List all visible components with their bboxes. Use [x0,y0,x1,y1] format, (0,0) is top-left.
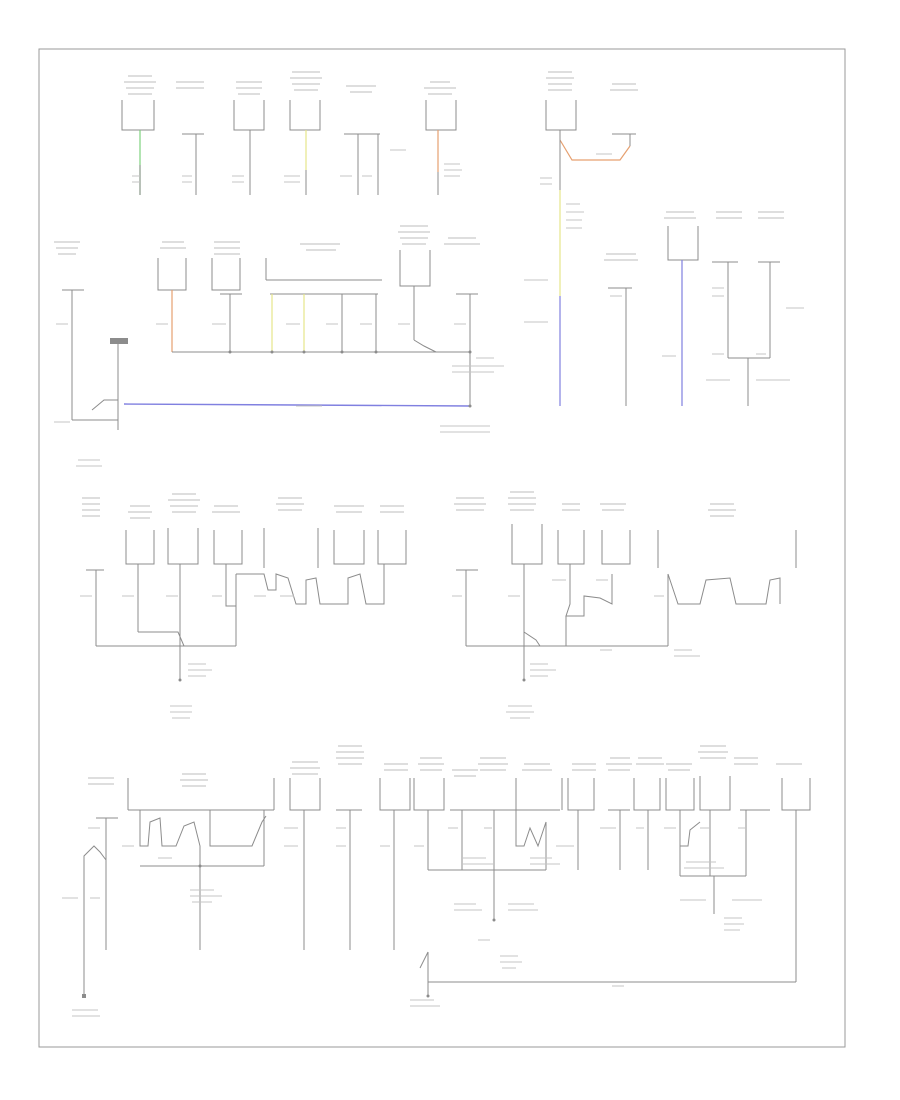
blue-wire [123,403,471,407]
section-bottom [62,745,811,1017]
section-top [121,71,638,195]
diagram-border [38,48,846,1048]
section-three [80,491,797,719]
component-box [121,100,155,131]
section-two [54,190,804,467]
